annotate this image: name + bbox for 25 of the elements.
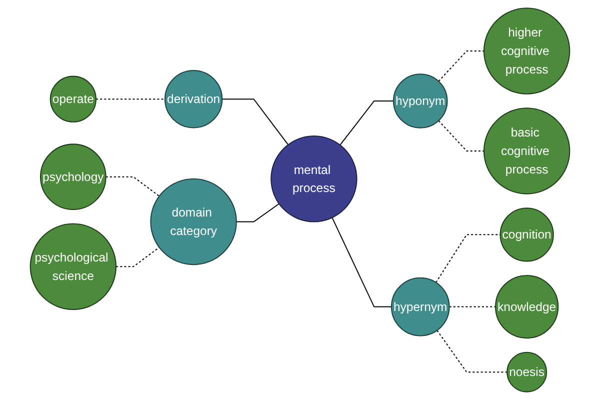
connector: [436, 330, 508, 373]
node-circle: mental process: [270, 136, 358, 222]
node-circle: basic cognitive process: [483, 108, 570, 194]
node-circle: hypernym: [390, 277, 450, 336]
connector: [340, 100, 394, 146]
connector: [222, 98, 289, 145]
connector: [436, 234, 500, 283]
connector: [449, 306, 496, 308]
node-circle: psychological science: [30, 223, 117, 310]
node-circle: domain category: [150, 178, 237, 266]
connector: [438, 50, 484, 82]
connector: [236, 203, 280, 222]
node-circle: operate: [50, 76, 96, 122]
node-circle: knowledge: [495, 274, 559, 339]
connector: [116, 246, 160, 268]
connector: [332, 217, 392, 308]
connector: [106, 176, 160, 197]
connector: [438, 120, 484, 152]
node-circle: higher cognitive process: [483, 8, 570, 94]
node-circle: cognition: [500, 208, 554, 262]
connector: [96, 98, 165, 100]
node-circle: hyponym: [392, 74, 448, 128]
node-circle: psychology: [40, 144, 106, 210]
node-circle: derivation: [164, 70, 223, 128]
node-circle: noesis: [506, 352, 548, 392]
